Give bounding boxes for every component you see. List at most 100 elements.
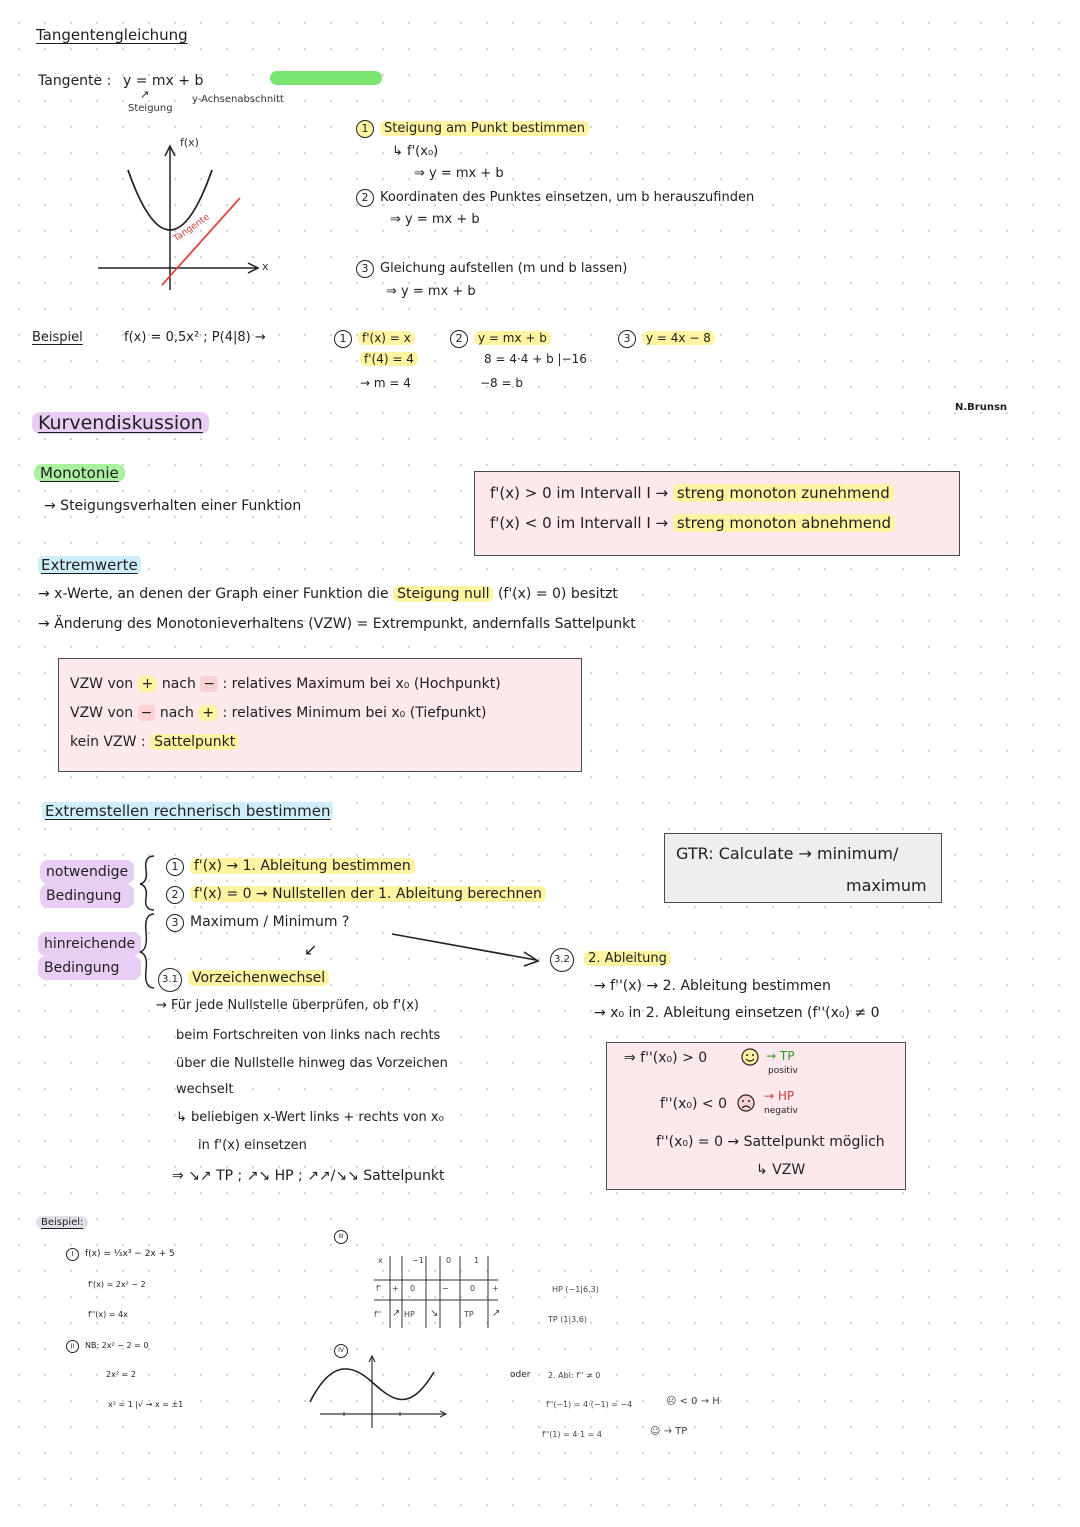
ex2-roman-2: II — [66, 1340, 79, 1353]
kurv-title: Kurvendiskussion — [32, 412, 209, 434]
tbl-o2: 0 — [470, 1284, 476, 1293]
mono-rule-2: f'(x) < 0 im Intervall I → streng monoto… — [490, 514, 896, 532]
hinreichende-2: Bedingung — [38, 956, 142, 980]
extrem-step1-text: f'(x) → 1. Ableitung bestimmen — [190, 858, 415, 874]
ex2-line-3: f''(x) = 4x — [88, 1310, 128, 1319]
tbl-tp: TP — [464, 1310, 474, 1319]
s31-line-g: ⇒ ↘↗ TP ; ↗↘ HP ; ↗↗/↘↘ Sattelpunkt — [172, 1168, 445, 1184]
extrem-step31-number: 3.1 — [158, 968, 182, 992]
vzw-1c: : relatives Maximum bei x₀ (Hochpunkt) — [222, 676, 501, 692]
ex2-c2r-text: → TP — [663, 1426, 688, 1437]
tbl-x: x — [378, 1256, 383, 1265]
notwendige-bedingung-label: notwendige Bedingung — [40, 860, 135, 908]
ex2-hp: HP (−1|6,3) — [552, 1285, 599, 1294]
sign-table-grid — [374, 1256, 498, 1328]
tangent-label: Tangente : — [38, 73, 112, 89]
extrem-step32-number: 3.2 — [550, 948, 574, 972]
ext-1b: Steigung null — [393, 586, 494, 602]
s31-line-f: in f'(x) einsetzen — [198, 1138, 307, 1153]
vzw-1a: VZW von — [70, 676, 134, 692]
gtr-line-1: GTR: Calculate → minimum/ — [676, 844, 899, 863]
happy-mini-icon: ☺ — [650, 1426, 661, 1437]
ex1-c: → m = 4 — [360, 376, 411, 390]
hinreichende-bedingung-label: hinreichende Bedingung — [38, 932, 142, 980]
vzw-2b: nach — [159, 705, 194, 721]
step2-text: Koordinaten des Punktes einsetzen, um b … — [380, 190, 755, 205]
tbl-f1: f' — [376, 1284, 382, 1293]
graph-fx-label: f(x) — [180, 136, 199, 149]
arrow-up-icon: ↗ — [140, 88, 150, 101]
tbl-plus2: + — [492, 1284, 499, 1293]
vzw-3a: kein VZW : — [70, 734, 146, 750]
extrem-step31-text: Vorzeichenwechsel — [188, 970, 330, 986]
ex2-oder: oder — [510, 1370, 531, 1380]
ex2-roman-3: III — [334, 1230, 348, 1244]
tbl-plus1: + — [392, 1284, 399, 1293]
ex3-text: y = 4x − 8 — [642, 331, 715, 345]
ex2-tp: TP (1|3,6) — [548, 1315, 588, 1324]
notwendige-1: notwendige — [40, 860, 135, 884]
tangent-example-label: Beispiel — [32, 330, 83, 345]
tangent-step3-a: ⇒ y = mx + b — [386, 284, 476, 299]
tbl-o1: 0 — [410, 1284, 416, 1293]
tbl-hp: HP — [404, 1310, 415, 1319]
ex2-l4-text: NB: 2x² − 2 = 0 — [85, 1341, 149, 1350]
extrem-step32-text: 2. Ableitung — [584, 951, 671, 966]
curly-braces — [139, 855, 155, 989]
ex1-a-text: f'(x) = x — [358, 331, 415, 345]
ex2-line-4: II NB: 2x² − 2 = 0 — [66, 1340, 149, 1353]
sad-mini-icon: ☹ — [666, 1396, 677, 1407]
monotonie-title: Monotonie — [34, 464, 125, 482]
vzw-2-plus: + — [198, 705, 219, 721]
tangent-title: Tangentengleichung — [36, 26, 188, 44]
step1-text: Steigung am Punkt bestimmen — [380, 121, 589, 136]
b2-line-1: ⇒ f''(x₀) > 0 — [624, 1050, 708, 1066]
vzw-2a: VZW von — [70, 705, 134, 721]
ex2-c1: f''(−1) = 4·(−1) = −4 — [546, 1400, 633, 1409]
beispiel2-label: Beispiel: — [36, 1216, 89, 1229]
ex2-roman-1: I — [66, 1248, 79, 1261]
ex1-a: 1 f'(x) = x — [334, 330, 415, 348]
s31-line-e: ↳ beliebigen x-Wert links + rechts von x… — [176, 1110, 444, 1125]
steigung-note: Steigung — [128, 103, 173, 114]
b2-line-3: f''(x₀) = 0 → Sattelpunkt möglich — [656, 1134, 885, 1150]
ex2-l1-text: f(x) = ⅓x³ − 2x + 5 — [85, 1249, 175, 1259]
down-left-arrow-icon: ↙ — [304, 940, 318, 959]
ext-1a: → x-Werte, an denen der Graph einer Funk… — [38, 586, 389, 602]
cubic-function-graph — [309, 1354, 448, 1428]
ex2-roman-3-wrap: III — [334, 1230, 354, 1244]
s32-line-b: → x₀ in 2. Ableitung einsetzen (f''(x₀) … — [594, 1005, 880, 1021]
ex1-b-text: f'(4) = 4 — [360, 352, 418, 366]
smiley-sad-svg — [737, 1094, 755, 1112]
smiley-happy-icon — [740, 1047, 760, 1071]
gtr-box — [664, 833, 942, 903]
mono-rule-2-result: streng monoton abnehmend — [672, 514, 896, 532]
mono-rule-1-cond: f'(x) > 0 im Intervall I → — [490, 484, 669, 502]
ex2-line-6: x² = 1 |√ → x = ±1 — [108, 1400, 184, 1409]
extremwerte-line-1: → x-Werte, an denen der Graph einer Funk… — [38, 586, 618, 602]
s31-line-c: über die Nullstelle hinweg das Vorzeiche… — [176, 1056, 448, 1071]
arrow-to-second-derivative — [391, 933, 540, 967]
extrem-step3-text: Maximum / Minimum ? — [190, 914, 350, 930]
ex2-number: 2 — [450, 330, 468, 348]
ex2-c: −8 = b — [480, 376, 523, 390]
tbl-f2: f'' — [374, 1310, 382, 1319]
mono-rule-1: f'(x) > 0 im Intervall I → streng monoto… — [490, 484, 894, 502]
ex2-a-text: y = mx + b — [474, 331, 551, 345]
tangent-example-fn: f(x) = 0,5x² ; P(4|8) → — [124, 330, 266, 345]
ex1-number: 1 — [334, 330, 352, 348]
ex2-abl: 2. Abl: f'' ≠ 0 — [548, 1371, 601, 1380]
second-derivative-box — [606, 1042, 906, 1190]
step3-text: Gleichung aufstellen (m und b lassen) — [380, 261, 628, 276]
mono-rule-1-result: streng monoton zunehmend — [672, 484, 894, 502]
vzw-2-minus: − — [137, 705, 156, 721]
ex2-a: 2 y = mx + b — [450, 330, 551, 348]
tangent-step1-a: ↳ f'(x₀) — [392, 144, 439, 159]
s32-line-a: → f''(x) → 2. Ableitung bestimmen — [594, 978, 831, 994]
